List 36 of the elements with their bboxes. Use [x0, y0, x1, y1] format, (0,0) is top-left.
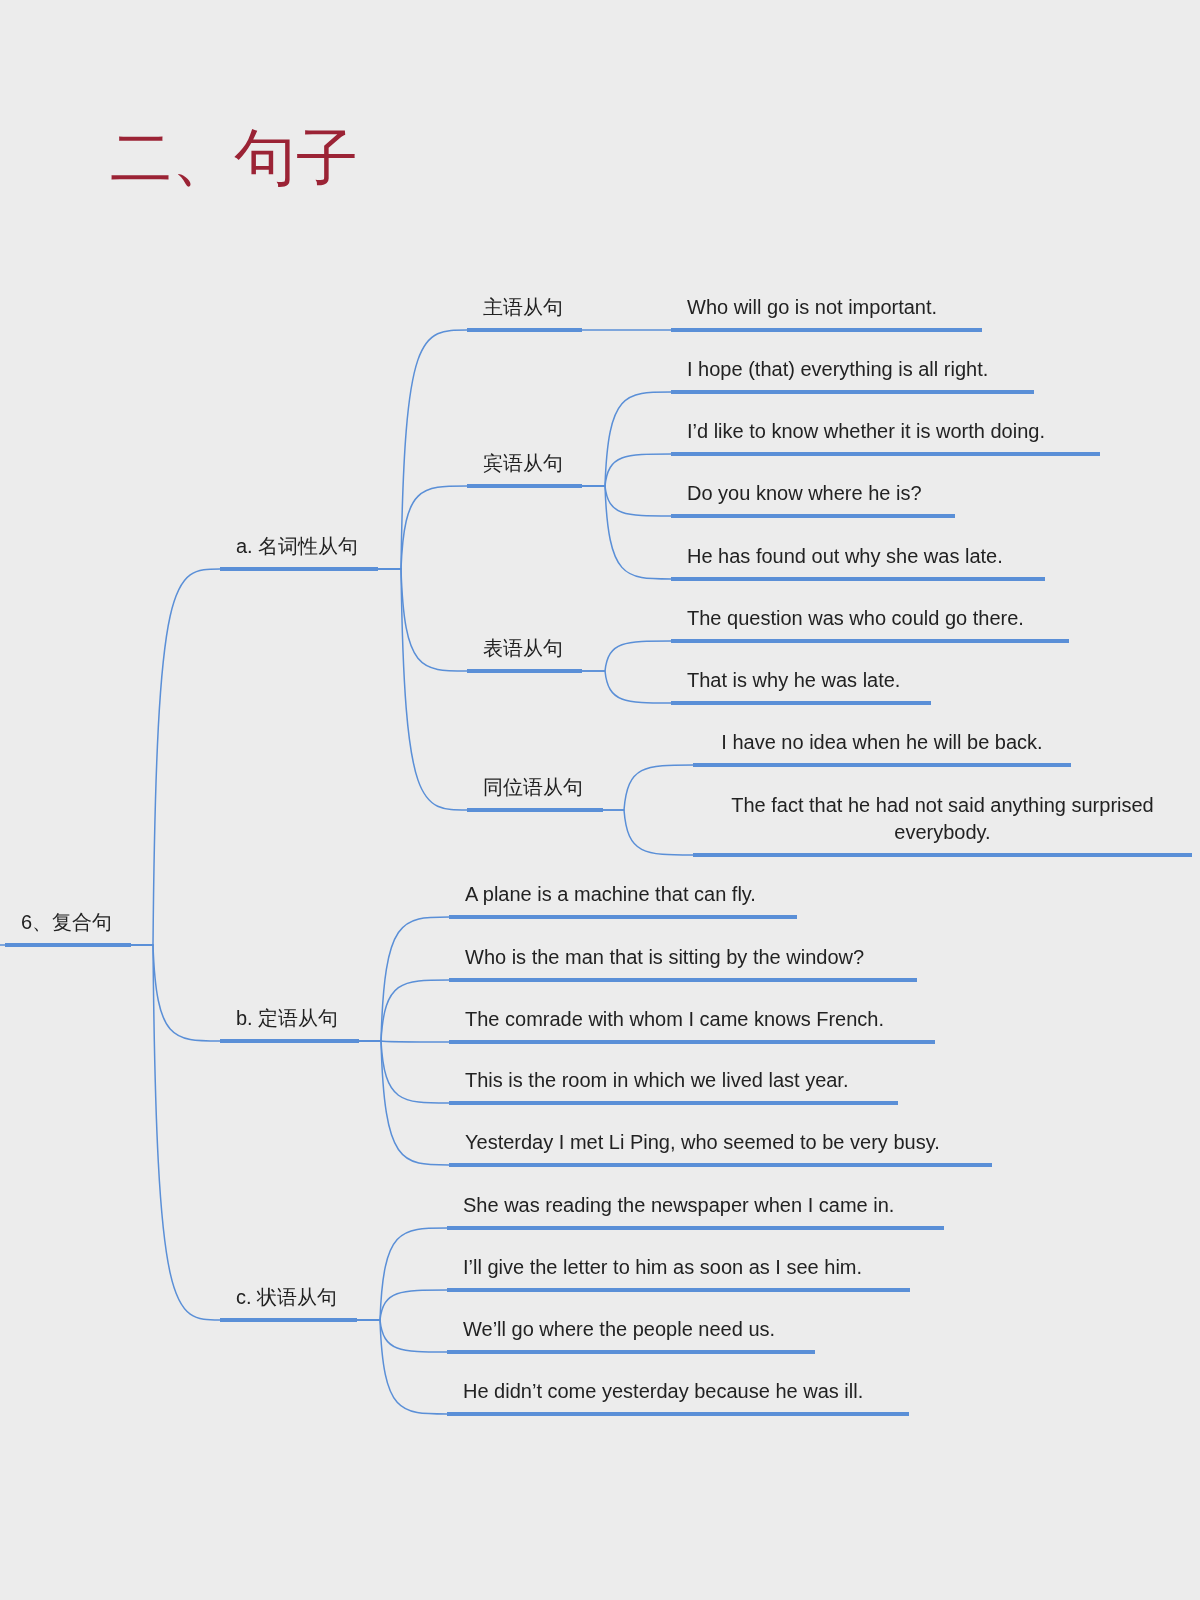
- branch-connector: [581, 329, 672, 331]
- branch-connector: [358, 1040, 450, 1166]
- example-sentence: Do you know where he is?: [687, 482, 922, 504]
- example-sentence: That is why he was late.: [687, 669, 901, 691]
- example-sentence: The fact that he had not said anything surprised everybody.: [731, 794, 1154, 843]
- example-sentence: She was reading the newspaper when I came in.: [463, 1194, 895, 1216]
- branch-connector: [602, 809, 694, 856]
- example-sentence: The comrade with whom I came knows French.: [465, 1008, 885, 1030]
- example-sentence: I’d like to know whether it is worth doing.: [687, 420, 1045, 442]
- example-sentence: Who is the man that is sitting by the window?: [465, 946, 865, 968]
- topic-text: b. 定语从句: [236, 1007, 339, 1029]
- example-sentence: I hope (that) everything is all right.: [687, 358, 989, 380]
- topic-text: 宾语从句: [483, 452, 563, 474]
- topic-text: 表语从句: [483, 637, 563, 659]
- branch-connector: [356, 1319, 448, 1415]
- branch-connector: [130, 944, 221, 1321]
- topic-text: c. 状语从句: [236, 1286, 338, 1308]
- example-sentence: The question was who could go there.: [687, 607, 1024, 629]
- branch-connector: [581, 670, 672, 704]
- example-sentence: We’ll go where the people need us.: [463, 1318, 776, 1340]
- branch-connector: [0, 944, 6, 946]
- example-sentence: This is the room in which we lived last year.: [465, 1069, 849, 1091]
- example-sentence: A plane is a machine that can fly.: [465, 883, 756, 905]
- branch-connector: [581, 485, 672, 580]
- example-sentence: He has found out why she was late.: [687, 545, 1003, 567]
- example-sentence: Who will go is not important.: [687, 296, 938, 318]
- topic-text: a. 名词性从句: [236, 535, 359, 557]
- example-sentence: Yesterday I met Li Ping, who seemed to be very busy.: [465, 1131, 940, 1153]
- example-sentence: He didn’t come yesterday because he was ill.: [463, 1380, 864, 1402]
- example-sentence: I’ll give the letter to him as soon as I see him.: [463, 1256, 863, 1278]
- title: 二、句子: [110, 122, 358, 194]
- topic-text: 同位语从句: [483, 776, 583, 798]
- branch-connector: [377, 568, 468, 811]
- topic-text: 6、复合句: [21, 911, 113, 933]
- example-sentence: I have no idea when he will be back.: [721, 731, 1043, 753]
- topic-text: 主语从句: [483, 296, 563, 318]
